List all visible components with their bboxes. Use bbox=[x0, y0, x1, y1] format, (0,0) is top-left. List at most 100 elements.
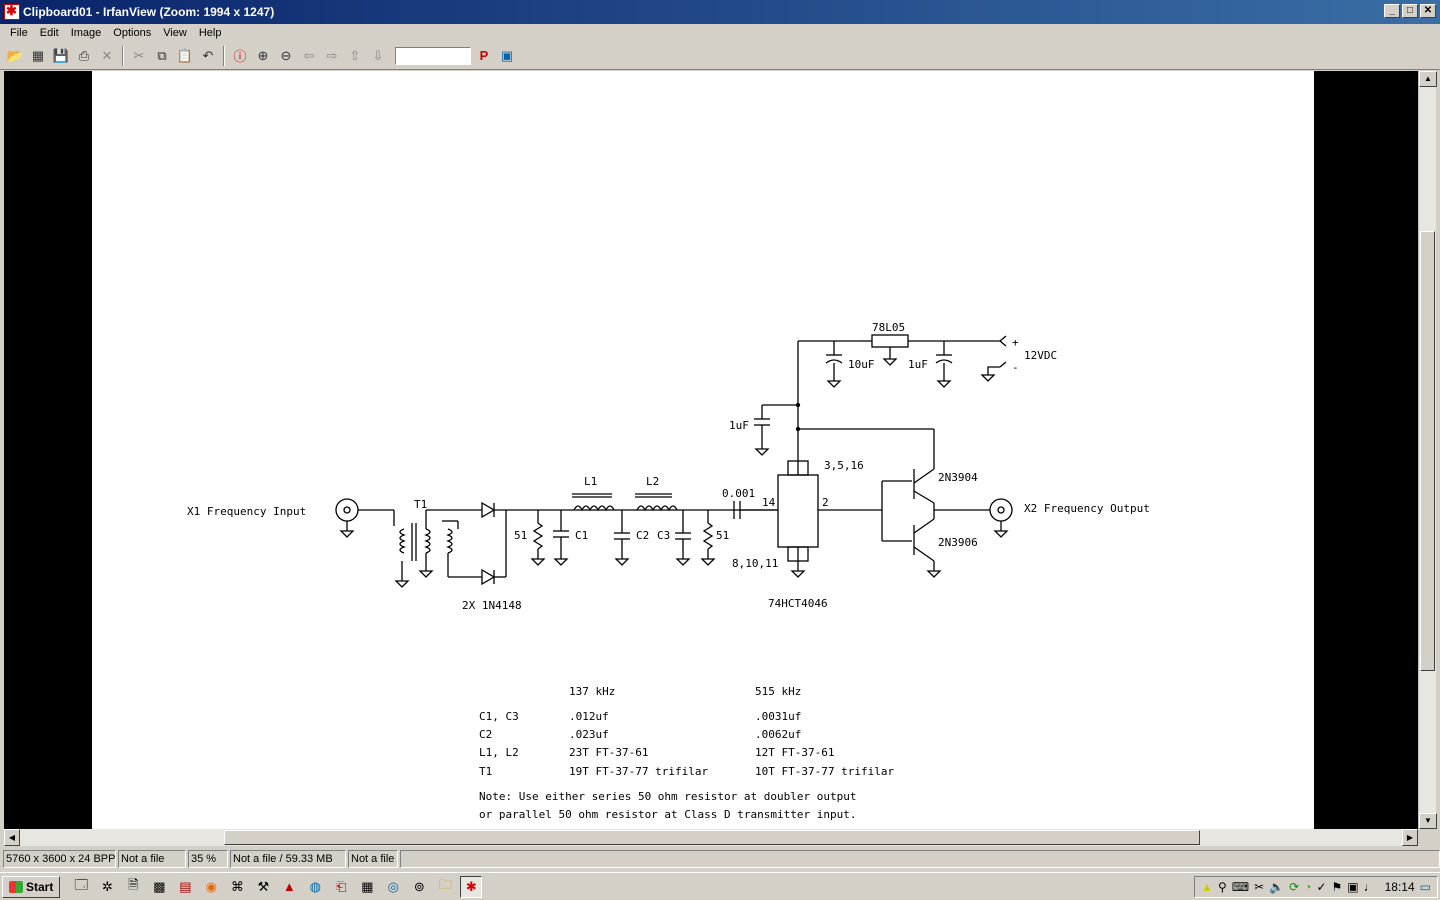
check-tray-icon[interactable]: ✓ bbox=[1316, 880, 1327, 894]
open-icon[interactable]: 📂 bbox=[6, 47, 24, 63]
save-icon[interactable]: 💾 bbox=[52, 47, 70, 63]
table-cell: 19T FT-37-77 trifilar bbox=[569, 765, 708, 778]
label-q2: 2N3906 bbox=[938, 536, 978, 549]
irfanview-task-icon[interactable]: ✱ bbox=[460, 875, 483, 898]
start-button[interactable]: Start bbox=[2, 875, 61, 898]
table-cell: C1, C3 bbox=[479, 710, 519, 723]
info-icon[interactable]: ⓘ bbox=[233, 49, 247, 64]
label-ic: 74HCT4046 bbox=[768, 597, 828, 610]
warning-tray-icon[interactable]: ▲ bbox=[1201, 880, 1213, 894]
network-tray-icon[interactable]: ⚲ bbox=[1218, 880, 1227, 894]
copy-icon[interactable]: ⧉ bbox=[157, 47, 167, 63]
horizontal-scroll-thumb[interactable] bbox=[224, 830, 1200, 845]
undo-icon[interactable]: ↶ bbox=[202, 47, 214, 63]
gallery-icon[interactable]: ▩ bbox=[153, 878, 166, 894]
delete-icon[interactable]: ✕ bbox=[101, 47, 113, 63]
warning-app-icon[interactable]: ▲ bbox=[282, 879, 296, 894]
zoom-out-icon[interactable]: ⊖ bbox=[280, 47, 292, 63]
schematic-labels: X1 Frequency Input T1 2X 1N4148 51 C1 L1… bbox=[187, 321, 1150, 612]
table-cell: C2 bbox=[479, 728, 492, 741]
image-canvas: X1 Frequency Input T1 2X 1N4148 51 C1 L1… bbox=[92, 71, 1314, 829]
menu-file[interactable]: File bbox=[10, 27, 28, 39]
tool-icon[interactable]: ⚒ bbox=[257, 878, 270, 894]
folder-icon[interactable]: 🗀 bbox=[438, 876, 452, 892]
label-c2: C2 bbox=[636, 529, 649, 542]
firefox-icon[interactable]: ◉ bbox=[205, 878, 218, 894]
desktop-icon[interactable]: ▭ bbox=[1419, 880, 1431, 894]
app-icon[interactable]: ✲ bbox=[101, 878, 113, 894]
label-c3: C3 bbox=[657, 529, 670, 542]
menu-help[interactable]: Help bbox=[198, 27, 222, 39]
status-dimensions: 5760 x 3600 x 24 BPP bbox=[3, 850, 116, 868]
vertical-scrollbar[interactable]: ▲ ▼ bbox=[1418, 71, 1437, 829]
first-icon[interactable]: ⇧ bbox=[349, 47, 361, 63]
menu-view[interactable]: View bbox=[163, 27, 187, 39]
label-t1: T1 bbox=[414, 498, 427, 511]
scroll-up-icon[interactable]: ▲ bbox=[1419, 71, 1437, 87]
clock[interactable]: 18:14 bbox=[1384, 880, 1415, 894]
print-icon[interactable]: ⎙ bbox=[78, 47, 90, 63]
status-memory: Not a file / 59.33 MB bbox=[230, 850, 346, 868]
browser-icon[interactable]: ◎ bbox=[387, 878, 400, 894]
table-cell: .0062uf bbox=[755, 728, 801, 741]
volume-tray-icon[interactable]: 🔈 bbox=[1269, 880, 1285, 894]
horizontal-scrollbar[interactable]: ◀ ▶ bbox=[4, 829, 1418, 846]
last-icon[interactable]: ⇩ bbox=[372, 47, 384, 63]
maximize-button[interactable]: □ bbox=[1402, 4, 1418, 18]
thumbnails-icon[interactable]: ▦ bbox=[31, 47, 45, 63]
pdf-icon[interactable]: ⎗ bbox=[336, 878, 347, 894]
explorer-icon[interactable]: 🗔 bbox=[74, 876, 89, 892]
note-line-2: or parallel 50 ohm resistor at Class D t… bbox=[479, 808, 857, 821]
tools-tray-icon[interactable]: ✂ bbox=[1254, 880, 1265, 894]
windows-flag-icon bbox=[9, 880, 23, 893]
label-c1: C1 bbox=[575, 529, 588, 542]
keyboard-tray-icon[interactable]: ⌨ bbox=[1231, 880, 1250, 894]
vertical-scroll-thumb[interactable] bbox=[1420, 231, 1435, 671]
status-file-2: Not a file bbox=[348, 850, 398, 868]
p-button[interactable]: P bbox=[479, 48, 489, 63]
goto-input[interactable] bbox=[395, 46, 471, 65]
paint-icon[interactable]: ▣ bbox=[500, 47, 514, 63]
grid-icon[interactable]: ▦ bbox=[361, 878, 374, 894]
media-icon[interactable]: ▤ bbox=[179, 878, 192, 894]
scroll-right-icon[interactable]: ▶ bbox=[1402, 829, 1418, 846]
label-r2: 51 bbox=[716, 529, 729, 542]
terminal-icon[interactable]: ⌘ bbox=[230, 878, 244, 894]
taskbar: Start 🗔 ✲ 🗎 ▩ ▤ ◉ ⌘ ⚒ ▲ ◍ ⎗ ▦ ◎ ⊚ 🗀 ✱ ▲ … bbox=[0, 872, 1440, 900]
flag-tray-icon[interactable]: ⚑ bbox=[1331, 880, 1343, 894]
table-cell: 23T FT-37-61 bbox=[569, 746, 648, 759]
menu-options[interactable]: Options bbox=[113, 27, 152, 39]
scroll-down-icon[interactable]: ▼ bbox=[1419, 813, 1437, 829]
label-l1: L1 bbox=[584, 475, 597, 488]
next-icon[interactable]: ⇨ bbox=[326, 47, 338, 63]
disc-icon[interactable]: ⊚ bbox=[413, 878, 425, 894]
menu-image[interactable]: Image bbox=[70, 27, 102, 39]
image-viewport[interactable]: X1 Frequency Input T1 2X 1N4148 51 C1 L1… bbox=[4, 71, 1418, 829]
minimize-button[interactable]: _ bbox=[1384, 4, 1400, 18]
close-button[interactable]: ✕ bbox=[1420, 4, 1436, 18]
status-zoom: 35 % bbox=[188, 850, 228, 868]
globe-icon[interactable]: ◍ bbox=[309, 878, 322, 894]
monitor-tray-icon[interactable]: ▣ bbox=[1347, 880, 1359, 894]
update-tray-icon[interactable]: ⟳ bbox=[1289, 880, 1300, 894]
cut-icon[interactable]: ✂ bbox=[133, 47, 145, 63]
label-x1: X1 Frequency Input bbox=[187, 505, 306, 518]
note-line-1: Note: Use either series 50 ohm resistor … bbox=[479, 790, 857, 803]
status-tray-icon[interactable]: ◔ bbox=[1304, 880, 1312, 894]
menu-edit[interactable]: Edit bbox=[39, 27, 59, 39]
table-header-515: 515 kHz bbox=[755, 685, 801, 698]
zoom-in-icon[interactable]: ⊕ bbox=[257, 47, 269, 63]
paste-icon[interactable]: 📋 bbox=[176, 47, 194, 63]
window-title: Clipboard01 - IrfanView (Zoom: 1994 x 12… bbox=[23, 5, 275, 19]
status-bar: 5760 x 3600 x 24 BPP Not a file 35 % Not… bbox=[0, 848, 1440, 870]
parts-table: 137 kHz 515 kHz C1, C3 .012uf .0031uf C2… bbox=[479, 685, 894, 821]
label-12vdc: 12VDC bbox=[1024, 349, 1057, 362]
prev-icon[interactable]: ⇦ bbox=[303, 47, 315, 63]
mic-tray-icon[interactable]: ♩ bbox=[1363, 880, 1376, 894]
label-r1: 51 bbox=[514, 529, 527, 542]
label-minus: - bbox=[1012, 361, 1019, 374]
scroll-left-icon[interactable]: ◀ bbox=[4, 829, 20, 846]
irfanview-icon bbox=[4, 3, 20, 20]
table-cell: 12T FT-37-61 bbox=[755, 746, 834, 759]
notepad-icon[interactable]: 🗎 bbox=[128, 876, 139, 892]
